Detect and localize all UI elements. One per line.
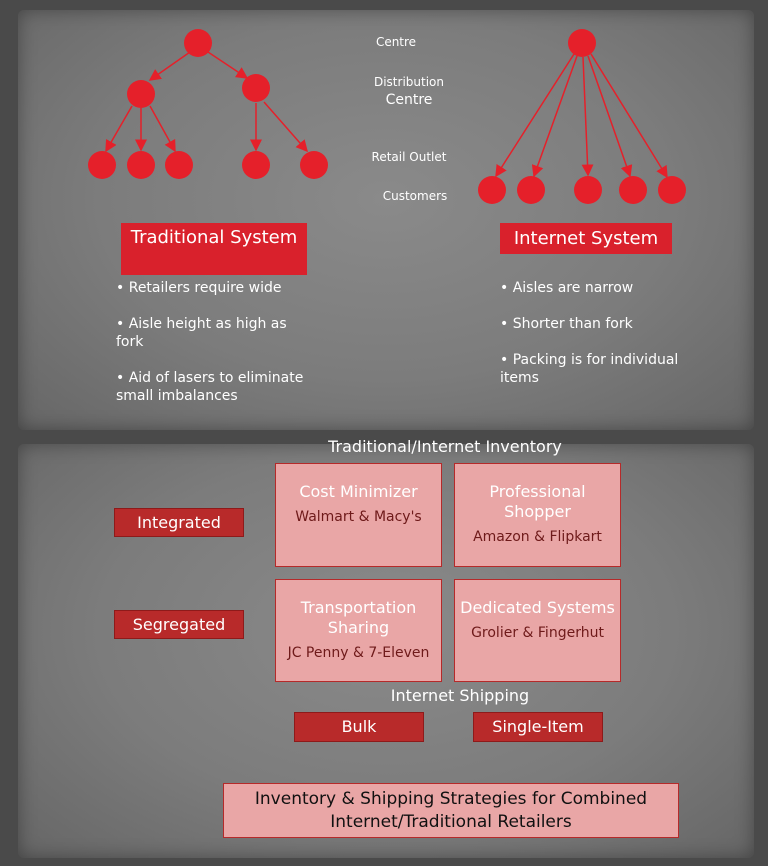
- cell-subtitle: JC Penny & 7-Eleven: [287, 645, 430, 661]
- level-retail-label: Retail Outlet: [371, 150, 447, 164]
- cell-title: Transportation Sharing: [300, 598, 417, 637]
- traditional-bullet: • Aid of lasers to eliminate small imbal…: [116, 370, 304, 404]
- cell-subtitle: Amazon & Flipkart: [473, 529, 602, 545]
- inventory-heading: Traditional/Internet Inventory: [328, 437, 562, 456]
- cell-title: Cost Minimizer: [299, 482, 418, 501]
- cell-subtitle: Grolier & Fingerhut: [471, 625, 604, 641]
- traditional-title: Traditional System: [121, 223, 307, 275]
- traditional-bullet: • Aisle height as high as fork: [116, 316, 287, 350]
- top-panel: [18, 10, 754, 430]
- internet-arrows: [495, 53, 668, 179]
- internet-bullet: • Packing is for individual items: [500, 352, 679, 386]
- internet-title: Internet System: [500, 223, 672, 254]
- cell-title: Professional Shopper: [489, 482, 586, 521]
- internet-bullets: • Aisles are narrow • Shorter than fork …: [500, 279, 700, 405]
- professional-shopper-cell: Professional Shopper Amazon & Flipkart: [454, 463, 621, 567]
- shipping-single-item: Single-Item: [473, 712, 603, 742]
- shipping-heading: Internet Shipping: [390, 686, 530, 705]
- cost-minimizer-cell: Cost Minimizer Walmart & Macy's: [275, 463, 442, 567]
- dedicated-systems-cell: Dedicated Systems Grolier & Fingerhut: [454, 579, 621, 682]
- shipping-bulk: Bulk: [294, 712, 424, 742]
- diagram-caption: Inventory & Shipping Strategies for Comb…: [223, 783, 679, 838]
- traditional-bullet: • Retailers require wide: [116, 280, 282, 296]
- cell-subtitle: Walmart & Macy's: [295, 509, 422, 525]
- level-distribution-label: Distribution: [373, 75, 444, 89]
- level-customers-label: Customers: [382, 189, 448, 203]
- distribution-trees: [88, 29, 686, 204]
- traditional-nodes: [88, 29, 328, 179]
- level-distribution-label-2: Centre: [385, 92, 433, 108]
- transportation-sharing-cell: Transportation Sharing JC Penny & 7-Elev…: [275, 579, 442, 682]
- internet-bullet: • Aisles are narrow: [500, 280, 634, 296]
- internet-nodes: [478, 29, 686, 204]
- cell-title: Dedicated Systems: [460, 598, 615, 617]
- traditional-bullets: • Retailers require wide • Aisle height …: [116, 279, 316, 423]
- traditional-arrows: [105, 51, 308, 153]
- level-centre-label: Centre: [375, 35, 417, 49]
- row-label-integrated: Integrated: [114, 508, 244, 537]
- row-label-segregated: Segregated: [114, 610, 244, 639]
- internet-bullet: • Shorter than fork: [500, 316, 633, 332]
